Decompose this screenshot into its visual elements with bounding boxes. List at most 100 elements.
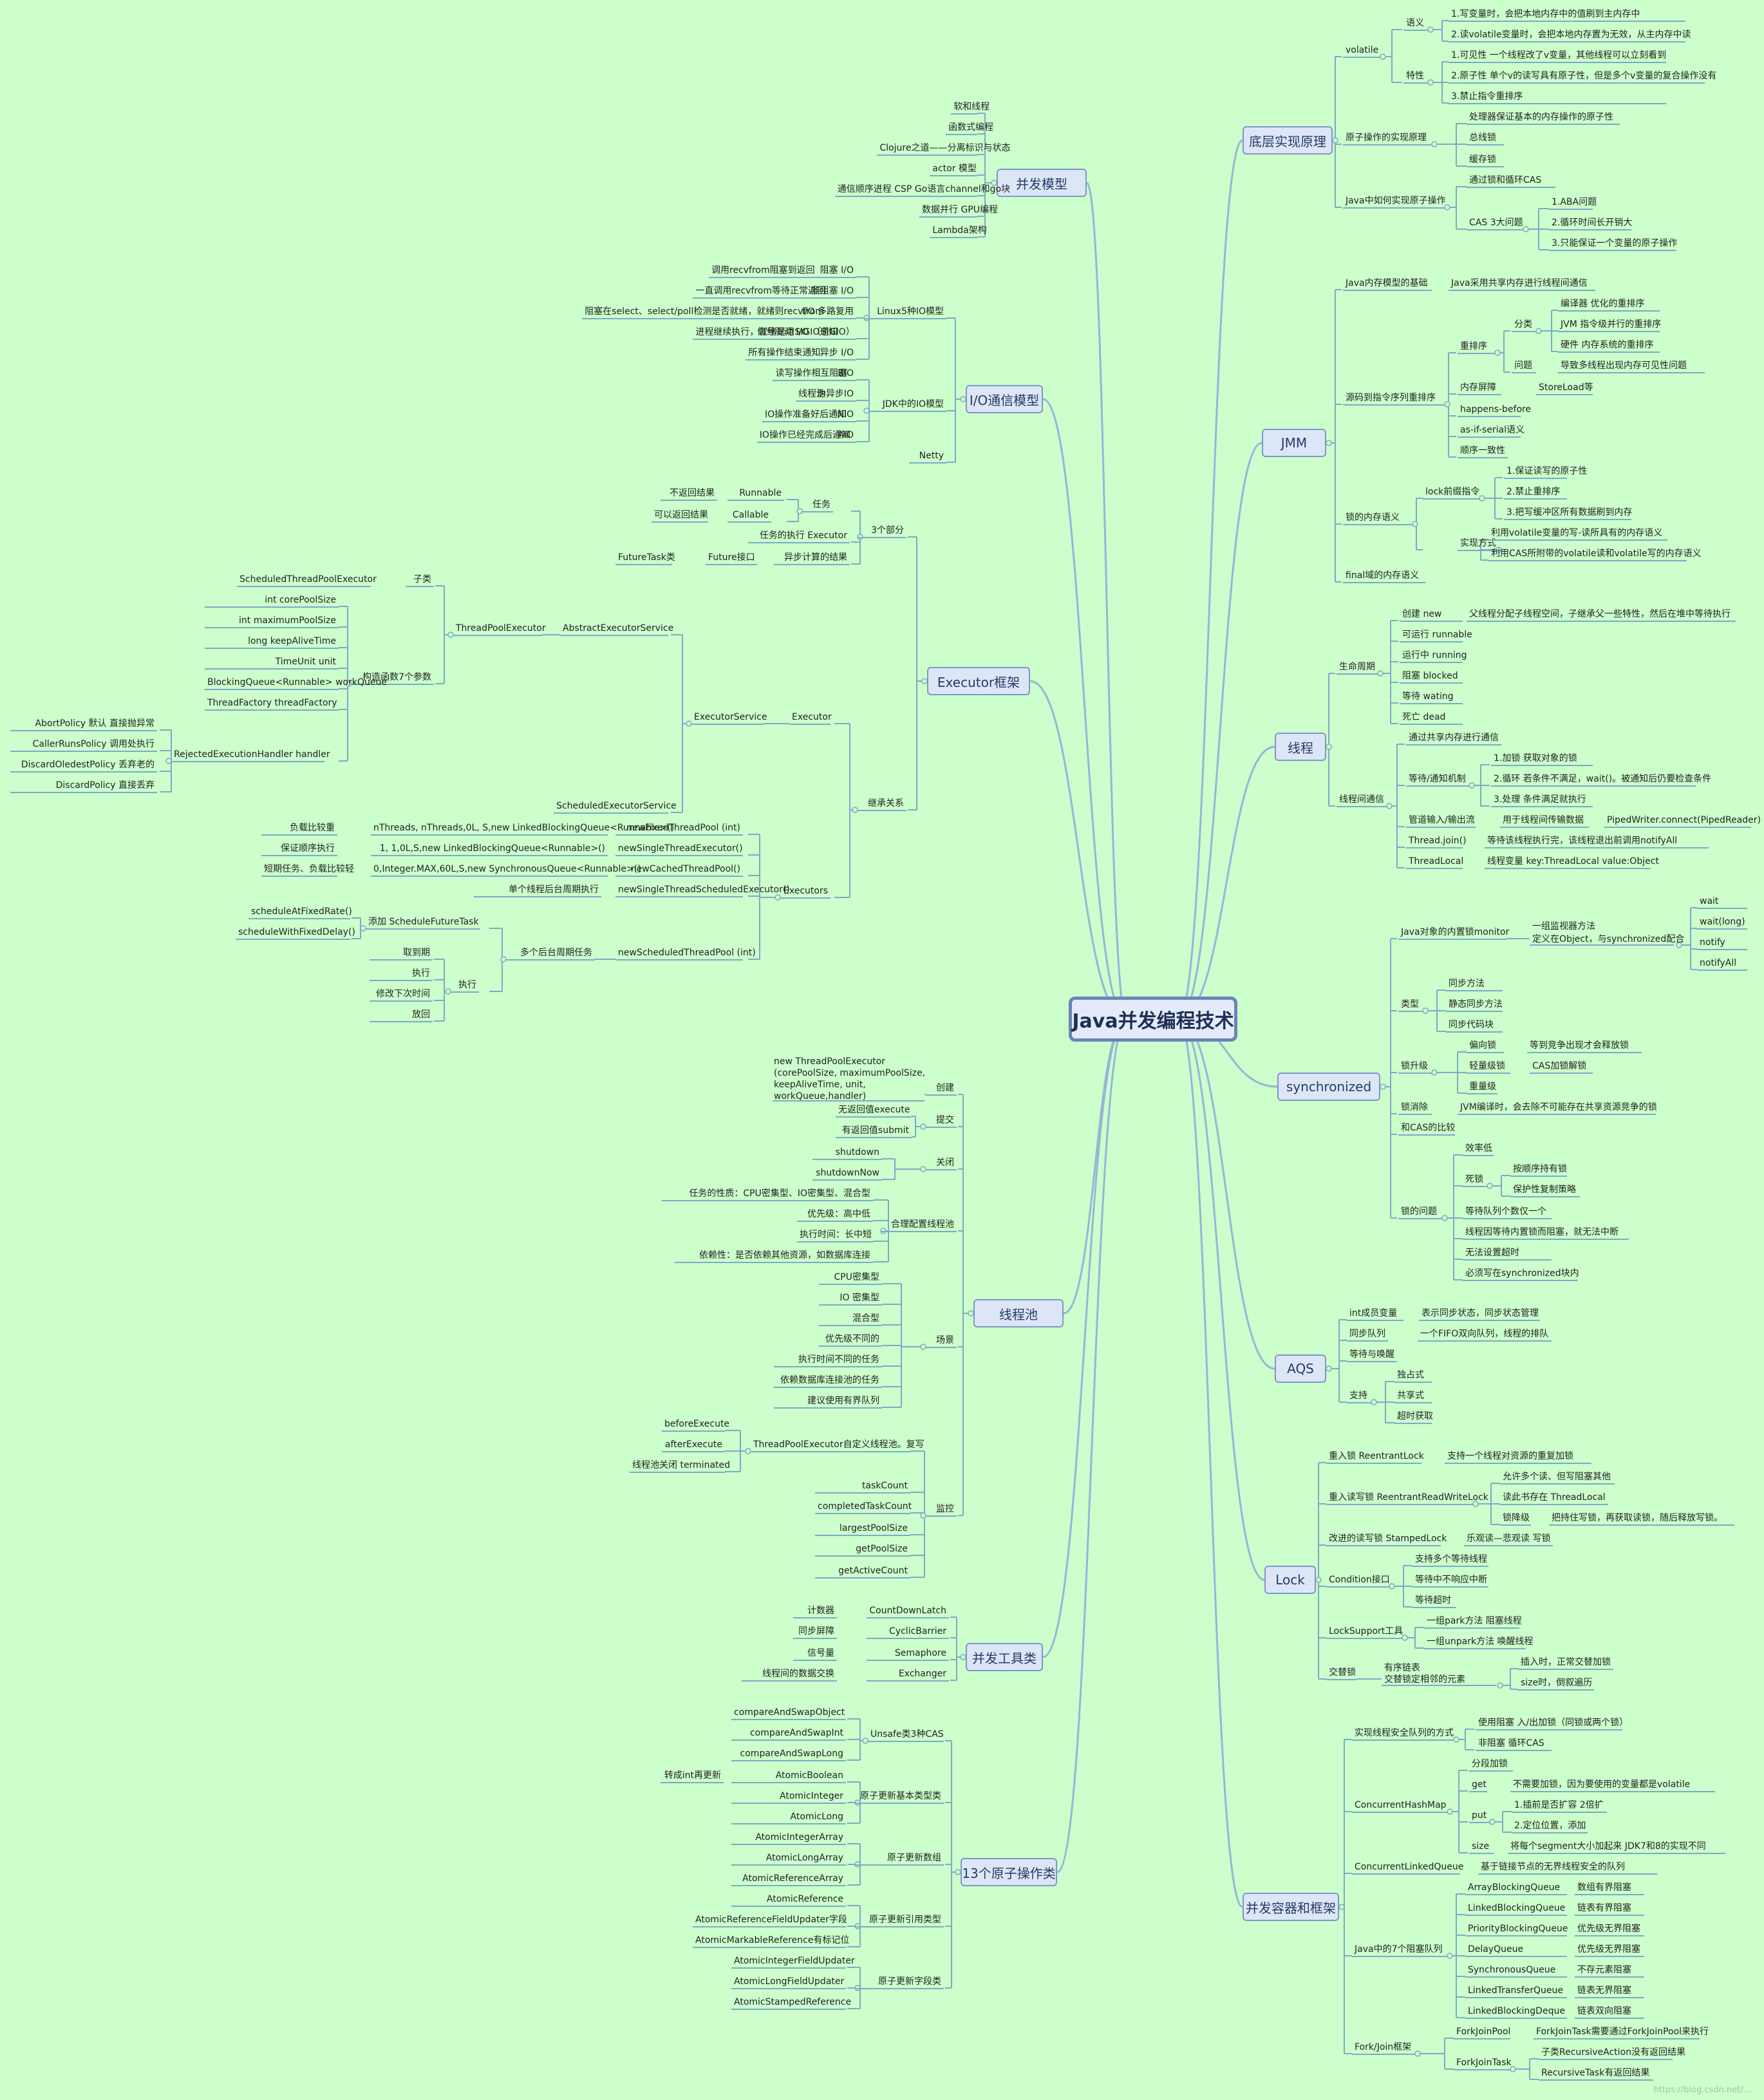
model-item[interactable]: Lambda架构	[932, 225, 987, 236]
run-label[interactable]: 执行	[458, 980, 476, 990]
put-step[interactable]: 2.定位位置，添加	[1514, 1821, 1586, 1831]
run-item[interactable]: 放回	[412, 1009, 430, 1020]
ctor-param[interactable]: long keepAliveTime	[248, 636, 336, 646]
exchange-item[interactable]: 插入时，正常交替加锁	[1521, 1657, 1611, 1667]
java-atomic-node[interactable]: Java中如何实现原子操作	[1346, 196, 1446, 206]
chm-get[interactable]: get	[1472, 1779, 1487, 1790]
atomic-class[interactable]: compareAndSwapInt	[749, 1728, 843, 1738]
type-node[interactable]: 类型	[1401, 999, 1419, 1009]
fenlei-node[interactable]: 分类	[1514, 319, 1532, 330]
life-state[interactable]: 等待 wating	[1402, 691, 1454, 702]
atomic-field[interactable]: 原子更新字段类	[878, 1976, 941, 1987]
aqs-state[interactable]: int成员变量	[1349, 1308, 1398, 1318]
pipe-desc[interactable]: 用于线程间传输数据	[1503, 815, 1584, 825]
monitor-method[interactable]: wait(long)	[1700, 917, 1745, 927]
atomic-class[interactable]: AtomicStampedReference	[734, 1997, 852, 2007]
atomic-unsafe[interactable]: Unsafe类3种CAS	[870, 1729, 944, 1739]
multi-periodic[interactable]: 多个后台周期任务	[520, 948, 592, 958]
stamped-lock[interactable]: 改进的读写锁 StampedLock	[1329, 1533, 1447, 1544]
biased-desc[interactable]: 等到竞争出现才会释放锁	[1530, 1040, 1629, 1051]
monitor-item[interactable]: completedTaskCount	[818, 1501, 912, 1512]
atomic-class[interactable]: AtomicBoolean	[775, 1770, 843, 1781]
atomic-ref[interactable]: 原子更新引用类型	[869, 1915, 941, 1925]
sync-type[interactable]: 同步代码块	[1449, 1020, 1494, 1030]
condition-node[interactable]: Condition接口	[1329, 1575, 1390, 1585]
jdk-io-desc[interactable]: IO操作准备好后通知	[765, 409, 847, 420]
task-label[interactable]: 任务	[812, 500, 830, 510]
io-model-name[interactable]: I/O 多路复用	[802, 306, 854, 317]
model-item[interactable]: actor 模型	[932, 164, 977, 174]
fjtask-item[interactable]: 子类RecursiveAction没有返回结果	[1541, 2047, 1685, 2058]
upgrade-node[interactable]: 锁升级	[1401, 1061, 1428, 1071]
monitor-item[interactable]: getPoolSize	[856, 1544, 908, 1554]
blocking-queue-desc[interactable]: 优先级无界阻塞	[1577, 1944, 1640, 1955]
factory-desc[interactable]: 单个线程后台周期执行	[509, 885, 599, 895]
tool-class[interactable]: Semaphore	[894, 1648, 946, 1658]
callable-label[interactable]: Callable	[732, 510, 769, 520]
deadlock-fix[interactable]: 按顺序持有锁	[1513, 1164, 1567, 1174]
chm-put[interactable]: put	[1472, 1810, 1487, 1821]
atomic-class[interactable]: compareAndSwapLong	[740, 1748, 843, 1759]
aqs-support-item[interactable]: 共享式	[1397, 1391, 1424, 1401]
reject-policy[interactable]: DiscardPolicy 直接丢弃	[55, 780, 155, 791]
scheduled-factory[interactable]: newScheduledThreadPool (int)	[618, 948, 756, 958]
life-state[interactable]: 可运行 runnable	[1402, 630, 1472, 640]
barrier-node[interactable]: 内存屏障	[1460, 382, 1496, 393]
factory-args[interactable]: 1, 1,0L,S,new LinkedBlockingQueue<Runnab…	[379, 843, 605, 854]
category-threadpool[interactable]: 线程池	[973, 1299, 1064, 1327]
executorservice-node[interactable]: ExecutorService	[694, 712, 767, 722]
locksupport-item[interactable]: 一组park方法 阻塞线程	[1427, 1616, 1522, 1626]
atomic-class[interactable]: AtomicIntegerArray	[755, 1832, 843, 1842]
scene-item[interactable]: CPU密集型	[834, 1272, 879, 1282]
io-model-name[interactable]: 异步 I/O	[820, 348, 854, 358]
wenti-node[interactable]: 问题	[1514, 361, 1532, 371]
atomic-class[interactable]: AtomicLongArray	[765, 1853, 843, 1863]
aqs-queue[interactable]: 同步队列	[1349, 1329, 1385, 1339]
threadpool-close[interactable]: 关闭	[936, 1158, 954, 1168]
model-item[interactable]: 软和线程	[953, 102, 990, 112]
category-io-model[interactable]: I/O通信模型	[966, 385, 1043, 413]
blocking-queue[interactable]: DelayQueue	[1468, 1944, 1524, 1955]
blocking-queue-desc[interactable]: 链表无界阻塞	[1577, 1985, 1631, 1996]
aqs-queue-desc[interactable]: 一个FIFO双向队列，线程的排队	[1420, 1329, 1549, 1339]
cas-problem[interactable]: 2.循环时间长开销大	[1552, 218, 1633, 228]
atomic-class[interactable]: AtomicReference	[766, 1894, 843, 1904]
run-item[interactable]: 修改下次时间	[376, 989, 430, 999]
model-item[interactable]: Clojure之道——分离标识与状态	[879, 143, 1011, 153]
config-item[interactable]: 任务的性质：CPU密集型、IO密集型、混合型	[689, 1188, 870, 1199]
executor-node[interactable]: Executor	[792, 712, 832, 722]
model-item[interactable]: 函数式编程	[948, 122, 993, 133]
category-executor[interactable]: Executor框架	[927, 667, 1030, 695]
factory-method[interactable]: newCachedThreadPool()	[630, 864, 740, 874]
life-state[interactable]: 创建 new	[1402, 609, 1442, 619]
category-tools[interactable]: 并发工具类	[966, 1643, 1043, 1671]
category-lock[interactable]: Lock	[1264, 1566, 1316, 1594]
pipe-node[interactable]: 管道输入/输出流	[1409, 815, 1475, 825]
final-semantic[interactable]: final域的内存语义	[1346, 570, 1420, 581]
jdk-io-desc[interactable]: IO操作已经完成后通知	[759, 430, 850, 440]
jdk-io-name[interactable]: 伪异步IO	[816, 389, 854, 399]
chm-node[interactable]: ConcurrentHashMap	[1355, 1800, 1447, 1810]
netty-label[interactable]: Netty	[919, 451, 944, 461]
sequential[interactable]: 顺序一致性	[1460, 445, 1505, 456]
lock-prefix-item[interactable]: 3.把写缓冲区所有数据刷到内存	[1506, 507, 1633, 518]
exchange-item[interactable]: size时，倒叙遍历	[1521, 1678, 1593, 1688]
tpe-node[interactable]: ThreadPoolExecutor	[456, 623, 546, 633]
blocking-queues[interactable]: Java中的7个阻塞队列	[1355, 1944, 1443, 1955]
condition-item[interactable]: 等待中不响应中断	[1415, 1575, 1487, 1585]
reentrant-desc[interactable]: 支持一个线程对资源的重复加锁	[1447, 1451, 1573, 1461]
io-model-name[interactable]: 信号驱动 I/O （SIGIO）	[757, 327, 855, 337]
atomic-class[interactable]: AtomicIntegerFieldUpdater	[734, 1956, 855, 1966]
io-model-name[interactable]: 非阻塞 I/O	[811, 286, 854, 296]
executors-node[interactable]: Executors	[783, 886, 828, 896]
atomic-class[interactable]: AtomicLong	[790, 1812, 844, 1822]
run-item[interactable]: 取到期	[403, 948, 430, 958]
abstract-es-node[interactable]: AbstractExecutorService	[563, 623, 674, 633]
atomic-class[interactable]: AtomicInteger	[780, 1791, 843, 1801]
condition-item[interactable]: 支持多个等待线程	[1415, 1554, 1487, 1564]
ctor-param[interactable]: int corePoolSize	[265, 595, 336, 605]
atomic-basic[interactable]: 原子更新基本类型类	[860, 1791, 941, 1801]
fjpool-desc[interactable]: ForkJoinTask需要通过ForkJoinPool来执行	[1536, 2027, 1709, 2037]
join-node[interactable]: Thread.join()	[1409, 836, 1467, 846]
category-atomic[interactable]: 13个原子操作类	[961, 1858, 1057, 1886]
